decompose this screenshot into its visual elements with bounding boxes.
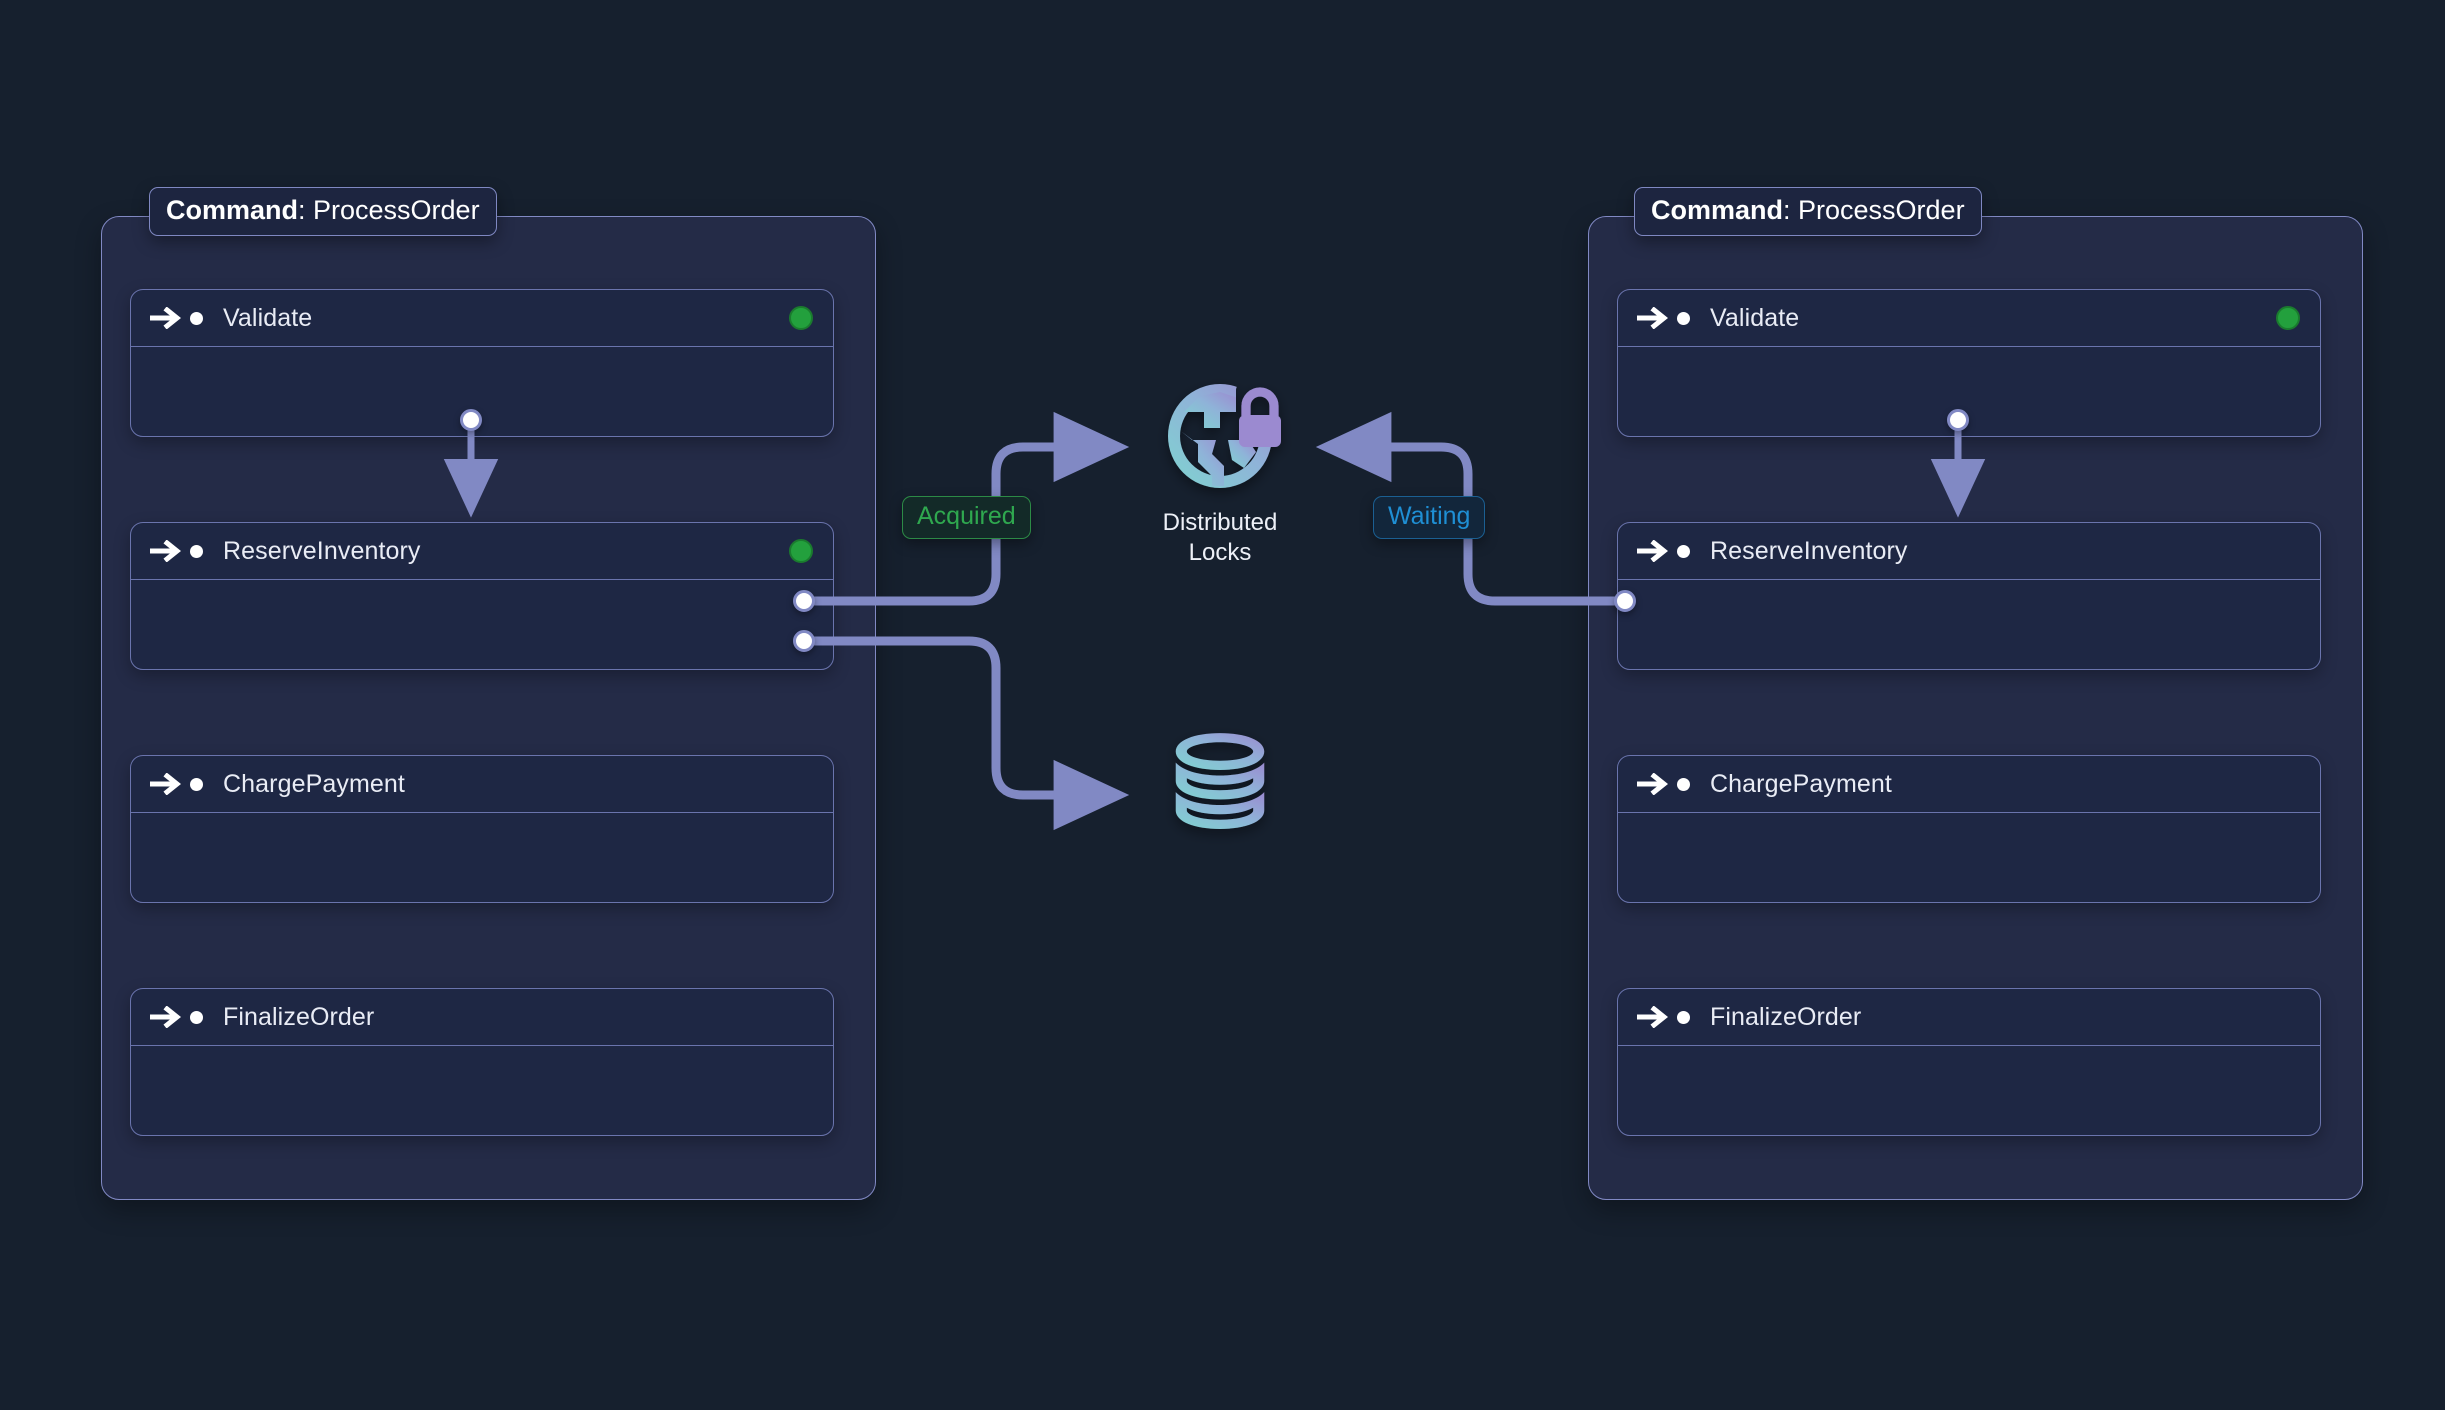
- edge-badge-waiting: Waiting: [1373, 496, 1486, 539]
- step-card-finalizeorder[interactable]: FinalizeOrder: [130, 988, 834, 1136]
- step-header: ReserveInventory: [131, 523, 833, 580]
- step-label: Validate: [223, 303, 313, 332]
- step-header: FinalizeOrder: [131, 989, 833, 1046]
- arrow-right-icon: [1637, 307, 1669, 329]
- globe-lock-icon: [1168, 384, 1281, 488]
- step-card-validate[interactable]: Validate: [130, 289, 834, 437]
- panel-title-bold: Command: [166, 195, 299, 225]
- port-left-validate-out[interactable]: [460, 409, 482, 431]
- arrow-right-icon: [1637, 773, 1669, 795]
- lock-glyph: [1239, 387, 1281, 447]
- step-body: [131, 580, 833, 670]
- step-label: FinalizeOrder: [1710, 1002, 1862, 1031]
- arrow-right-icon: [1637, 540, 1669, 562]
- step-bullet-icon: [190, 544, 203, 558]
- database-icon: [1175, 733, 1265, 829]
- arrow-right-icon: [150, 1006, 182, 1028]
- panel-title-bold: Command: [1651, 195, 1784, 225]
- step-card-chargepayment[interactable]: ChargePayment: [1617, 755, 2321, 903]
- step-body: [1618, 347, 2320, 437]
- step-bullet-icon: [1677, 777, 1690, 791]
- port-right-reserve-in[interactable]: [1614, 590, 1636, 612]
- step-bullet-icon: [190, 777, 203, 791]
- step-card-reserveinventory[interactable]: ReserveInventory: [130, 522, 834, 670]
- step-header: ChargePayment: [131, 756, 833, 813]
- command-panel-right[interactable]: Command: ProcessOrder Validate ReserveIn…: [1588, 187, 2363, 1200]
- port-left-reserve-out-db[interactable]: [793, 630, 815, 652]
- step-body: [1618, 1046, 2320, 1136]
- step-bullet-icon: [1677, 311, 1690, 325]
- arrow-right-icon: [150, 540, 182, 562]
- step-bullet-icon: [1677, 1010, 1690, 1024]
- step-card-finalizeorder[interactable]: FinalizeOrder: [1617, 988, 2321, 1136]
- arrow-right-icon: [1637, 1006, 1669, 1028]
- external-node-distributed-locks[interactable]: Distributed Locks: [1100, 372, 1340, 567]
- step-bullet-icon: [190, 311, 203, 325]
- label-line-2: Locks: [1188, 538, 1252, 566]
- step-body: [131, 813, 833, 903]
- panel-title-rest: : ProcessOrder: [1783, 195, 1965, 225]
- label-line-1: Distributed: [1162, 509, 1278, 536]
- step-label: FinalizeOrder: [223, 1002, 375, 1031]
- status-indicator-green: [789, 306, 813, 330]
- arrow-right-icon: [150, 307, 182, 329]
- panel-title-left: Command: ProcessOrder: [149, 187, 497, 236]
- step-header: FinalizeOrder: [1618, 989, 2320, 1046]
- external-node-label: Distributed Locks: [1100, 508, 1340, 567]
- step-body: [131, 1046, 833, 1136]
- step-header: Validate: [1618, 290, 2320, 347]
- edge-badge-acquired: Acquired: [902, 496, 1031, 539]
- step-label: ReserveInventory: [1710, 536, 1908, 565]
- step-card-validate[interactable]: Validate: [1617, 289, 2321, 437]
- step-header: ChargePayment: [1618, 756, 2320, 813]
- step-label: ChargePayment: [223, 769, 405, 798]
- status-indicator-green: [2276, 306, 2300, 330]
- step-label: Validate: [1710, 303, 1800, 332]
- step-body: [1618, 813, 2320, 903]
- external-node-database[interactable]: [1100, 722, 1340, 840]
- step-card-chargepayment[interactable]: ChargePayment: [130, 755, 834, 903]
- step-header: ReserveInventory: [1618, 523, 2320, 580]
- arrow-right-icon: [150, 773, 182, 795]
- status-indicator-green: [789, 539, 813, 563]
- panel-title-right: Command: ProcessOrder: [1634, 187, 1982, 236]
- port-right-validate-out[interactable]: [1947, 409, 1969, 431]
- step-card-reserveinventory[interactable]: ReserveInventory: [1617, 522, 2321, 670]
- step-body: [1618, 580, 2320, 670]
- step-header: Validate: [131, 290, 833, 347]
- step-label: ReserveInventory: [223, 536, 421, 565]
- command-panel-left[interactable]: Command: ProcessOrder Validate ReserveI: [101, 187, 876, 1200]
- step-label: ChargePayment: [1710, 769, 1892, 798]
- port-left-reserve-out-locks[interactable]: [793, 590, 815, 612]
- step-body: [131, 347, 833, 437]
- step-bullet-icon: [1677, 544, 1690, 558]
- step-bullet-icon: [190, 1010, 203, 1024]
- panel-title-rest: : ProcessOrder: [298, 195, 480, 225]
